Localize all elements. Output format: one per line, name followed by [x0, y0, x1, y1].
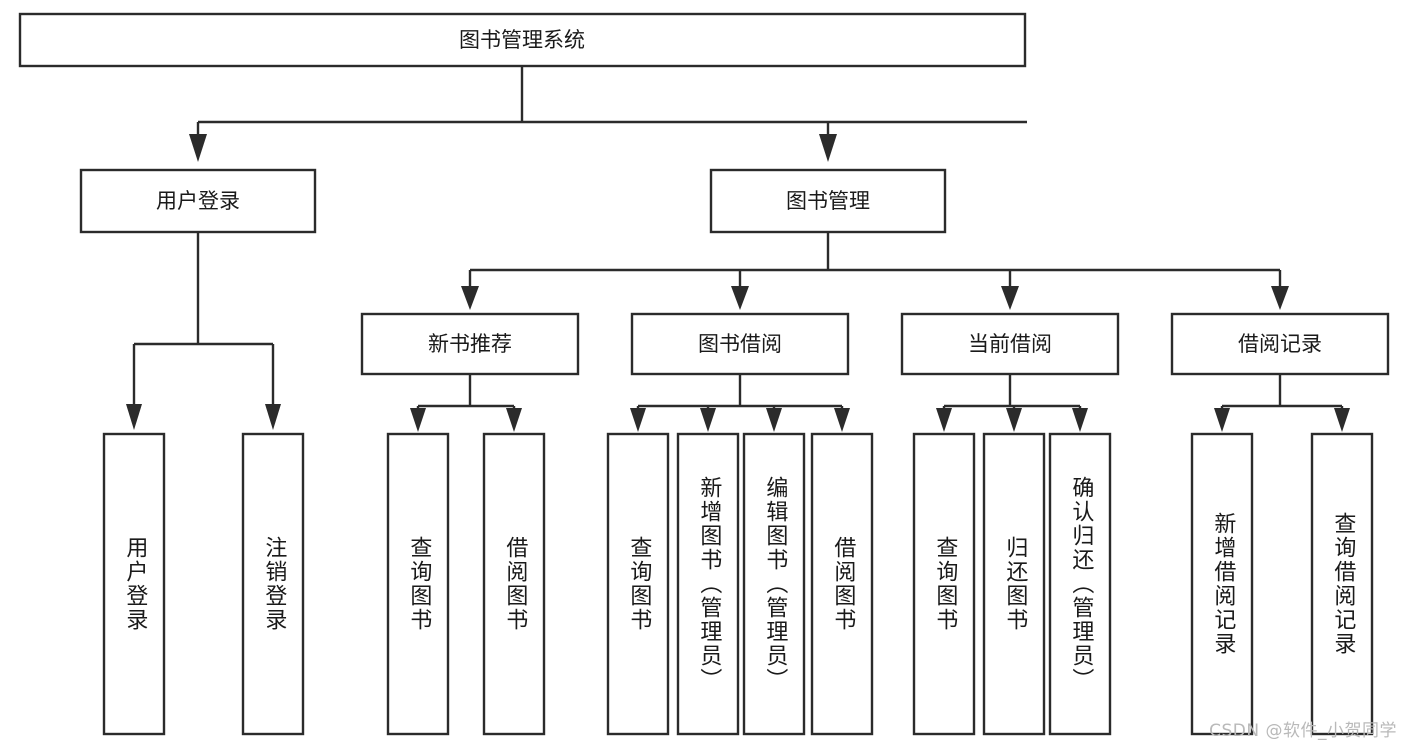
connector-bookborrow-to-leaves: [630, 374, 850, 432]
connector-userlogin-to-leaves: [126, 232, 281, 430]
node-root[interactable]: 图书管理系统: [18, 12, 1027, 68]
leaf-return-book[interactable]: [982, 432, 1046, 736]
node-book-borrow[interactable]: 图书借阅: [630, 312, 850, 376]
leaf-query-book-rec[interactable]: [386, 432, 450, 736]
leaf-borrow-book-rec[interactable]: [482, 432, 546, 736]
leaf-user-login[interactable]: [102, 432, 166, 736]
watermark-text: CSDN @软件_小贺同学: [1209, 721, 1397, 741]
connector-bookmanage-to-level3: [461, 232, 1289, 310]
leaf-confirm-return[interactable]: [1048, 432, 1112, 736]
node-book-manage-label: 图书管理: [786, 189, 870, 213]
connector-borrowrecord-to-leaves: [1214, 374, 1350, 432]
node-root-label: 图书管理系统: [459, 28, 585, 52]
node-user-login[interactable]: 用户登录: [79, 168, 317, 234]
leaf-query-borrow-rec[interactable]: [1310, 432, 1374, 736]
node-borrow-record[interactable]: 借阅记录: [1170, 312, 1390, 376]
node-book-manage[interactable]: 图书管理: [709, 168, 947, 234]
leaf-add-book[interactable]: [676, 432, 740, 736]
node-book-borrow-label: 图书借阅: [698, 332, 782, 356]
leaf-borrow-book-bor[interactable]: [810, 432, 874, 736]
connector-currentborrow-to-leaves: [936, 374, 1088, 432]
connector-newbook-to-leaves: [410, 374, 522, 432]
node-current-borrow-label: 当前借阅: [968, 332, 1052, 356]
leaf-query-book-cur[interactable]: [912, 432, 976, 736]
leaf-add-borrow-rec[interactable]: [1190, 432, 1254, 736]
leaf-edit-book[interactable]: [742, 432, 806, 736]
connector-root-to-level2: [189, 66, 1027, 162]
leaf-user-logout[interactable]: [241, 432, 305, 736]
node-new-book-recommend[interactable]: 新书推荐: [360, 312, 580, 376]
node-borrow-record-label: 借阅记录: [1238, 332, 1322, 356]
node-user-login-label: 用户登录: [156, 189, 240, 213]
node-current-borrow[interactable]: 当前借阅: [900, 312, 1120, 376]
node-new-book-recommend-label: 新书推荐: [428, 332, 512, 356]
leaf-node-group: [102, 432, 1374, 736]
leaf-query-book-bor[interactable]: [606, 432, 670, 736]
